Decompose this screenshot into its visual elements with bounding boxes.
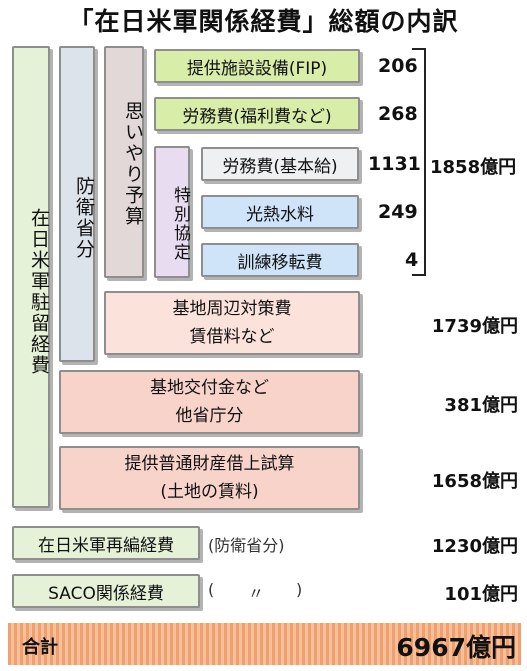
utilities-box: 光熱水料 <box>201 195 359 229</box>
host-nation-support-box: 思いやり予算 <box>104 46 144 278</box>
saco-label: SACO関係経費 <box>48 583 164 604</box>
fip-box: 提供施設設備(FIP) <box>154 49 360 83</box>
welfare-value: 268 <box>378 103 418 125</box>
realignment-label: 在日米軍再編経費 <box>38 535 174 556</box>
saco-note-ditto: 〃 <box>248 584 265 603</box>
base-measures-line1: 基地周辺対策費 <box>172 299 292 319</box>
base-measures-box: 基地周辺対策費 賃借料など <box>104 291 360 355</box>
utilities-label: 光熱水料 <box>246 204 314 225</box>
training-box: 訓練移転費 <box>201 243 359 277</box>
realignment-value: 1230億円 <box>431 536 518 557</box>
saco-value: 101億円 <box>444 584 518 605</box>
base-measures-line2: 賃借料など <box>189 327 275 347</box>
base-grants-line2: 他省庁分 <box>175 406 244 426</box>
saco-note-open: ( <box>208 580 215 599</box>
mod-share-label: 防衛省分 <box>73 176 95 260</box>
base-measures-value: 1739億円 <box>431 316 518 337</box>
saco-box: SACO関係経費 <box>12 574 200 608</box>
property-box: 提供普通財産借上試算 (土地の賃料) <box>59 446 360 510</box>
welfare-box: 労務費(福利費など) <box>154 97 360 131</box>
special-agreement-box: 特別協定 <box>154 146 190 278</box>
subtotal-bracket <box>412 48 426 276</box>
host-nation-support-label: 思いやり予算 <box>122 101 144 227</box>
property-line2: (土地の賃料) <box>160 482 259 502</box>
stationing-costs-box: 在日米軍駐留経費 <box>12 46 50 508</box>
total-value: 6967億円 <box>396 633 516 662</box>
fip-value: 206 <box>378 55 418 77</box>
property-line1: 提供普通財産借上試算 <box>124 454 295 474</box>
total-label: 合計 <box>22 637 58 658</box>
total-bar <box>8 623 521 665</box>
stationing-costs-label: 在日米軍駐留経費 <box>28 208 50 376</box>
training-value: 4 <box>405 249 419 271</box>
basic-pay-box: 労務費(基本給) <box>201 147 359 181</box>
saco-note-close: ) <box>296 580 303 599</box>
basic-pay-value: 1131 <box>368 153 421 175</box>
utilities-value: 249 <box>378 201 418 223</box>
realignment-box: 在日米軍再編経費 <box>12 526 200 560</box>
base-grants-value: 381億円 <box>444 395 518 416</box>
training-label: 訓練移転費 <box>237 252 323 273</box>
base-grants-box: 基地交付金など 他省庁分 <box>59 370 360 434</box>
base-grants-line1: 基地交付金など <box>150 378 269 398</box>
basic-pay-label: 労務費(基本給) <box>222 156 338 177</box>
fip-label: 提供施設設備(FIP) <box>186 58 328 79</box>
property-value: 1658億円 <box>431 471 518 492</box>
realignment-note: (防衛省分) <box>208 536 285 555</box>
page-title: 「在日米軍関係経費」総額の内訳 <box>68 7 459 36</box>
mod-share-box: 防衛省分 <box>59 46 95 362</box>
welfare-label: 労務費(福利費など) <box>182 106 332 127</box>
special-agreement-label: 特別協定 <box>170 186 190 262</box>
subtotal-value: 1858億円 <box>430 157 517 178</box>
